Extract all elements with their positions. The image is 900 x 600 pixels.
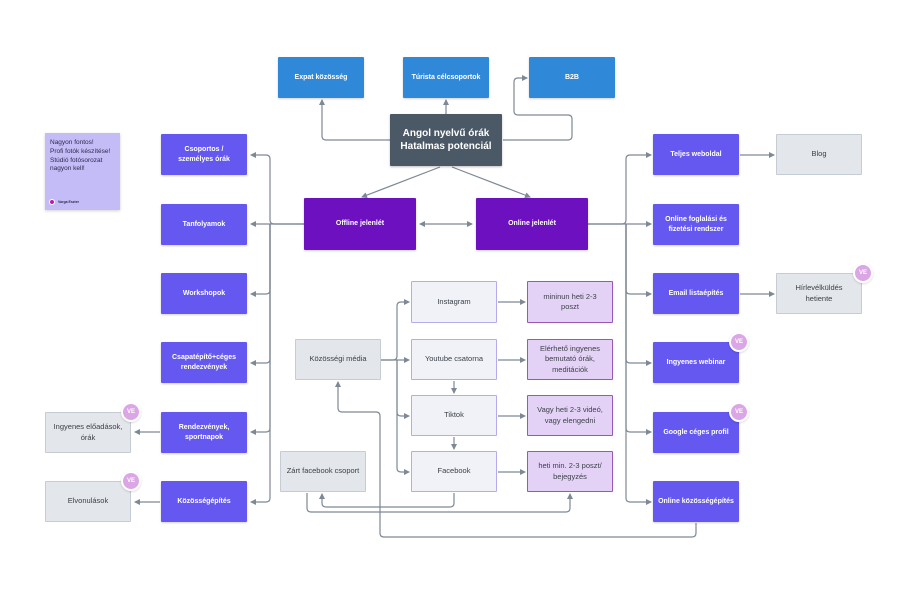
node-online-item[interactable]: Teljes weboldal [653,134,739,175]
connector-closed-group-goal [306,493,573,513]
connector-online-community-social [335,381,697,538]
connector-offline-item-4 [250,224,271,366]
node-online[interactable]: Online jelenlét [476,198,588,250]
connector-central-expat [319,99,390,141]
node-goal-tiktok[interactable]: Vagy heti 2-3 videó, vagy elengedni [527,395,613,436]
node-online-item[interactable]: Ingyenes webinar [653,342,739,383]
node-online-item[interactable]: Email listaépítés [653,273,739,314]
node-b2b[interactable]: B2B [529,57,615,98]
connector-online-item-1 [588,152,652,225]
node-blog[interactable]: Blog [776,134,862,175]
node-social-media[interactable]: Közösségi média [295,339,381,380]
connector-social-tiktok [396,360,410,419]
node-offline[interactable]: Offline jelenlét [304,198,416,250]
node-online-item[interactable]: Google céges profil [653,412,739,453]
node-offline-item[interactable]: Közösségépítés [161,481,247,522]
node-online-item[interactable]: Online közösségépítés [653,481,739,522]
node-platform-tiktok[interactable]: Tiktok [411,395,497,436]
ve-badge: VE [121,471,141,491]
node-offline-item[interactable]: Csapatépítő+céges rendezvények [161,342,247,383]
connector-central-online [451,166,531,199]
connector-social-instagram [381,299,410,361]
ve-badge: VE [853,263,873,283]
sticky-note-author-name: Varga Eszter [58,200,80,204]
node-retreats[interactable]: Elvonulások [45,481,131,522]
connector-online-item-3 [625,224,652,297]
node-free-lectures[interactable]: Ingyenes előadások, órák [45,412,131,453]
node-goal-instagram[interactable]: mininun heti 2-3 poszt [527,281,613,323]
node-closed-facebook-group[interactable]: Zárt facebook csoport [280,451,366,492]
node-offline-item[interactable]: Tanfolyamok [161,204,247,245]
node-platform-youtube[interactable]: Youtube csatorna [411,339,497,380]
node-offline-item[interactable]: Csoportos / személyes órák [161,134,247,175]
node-online-item[interactable]: Online foglalási és fizetési rendszer [653,204,739,245]
node-goal-facebook[interactable]: heti min. 2-3 poszt/ bejegyzés [527,451,613,492]
ve-badge: VE [729,332,749,352]
connector-online-item-6 [625,224,652,505]
node-offline-item[interactable]: Rendezvények, sportnapok [161,412,247,453]
connector-social-facebook [396,360,410,475]
connector-online-item-5 [625,224,652,435]
connector-offline-item-5 [250,224,271,435]
node-goal-youtube[interactable]: Elérhető ingyenes bemutató órák, meditác… [527,339,613,380]
ve-badge: VE [121,402,141,422]
sticky-note[interactable]: Nagyon fontos! Profi fotók készítése! St… [45,133,120,210]
node-tourist[interactable]: Túrista célcsoportok [403,57,489,98]
connector-central-offline [361,166,441,199]
sticky-note-author: Varga Eszter [49,199,79,205]
node-central[interactable]: Angol nyelvű órák Hatalmas potenciál [390,114,502,166]
node-expat[interactable]: Expat közösség [278,57,364,98]
connector-offline-item-3 [250,224,271,297]
connector-facebook-closed-group [319,493,455,508]
sticky-note-text: Nagyon fontos! Profi fotók készítése! St… [50,139,111,173]
node-platform-instagram[interactable]: Instagram [411,281,497,323]
node-platform-facebook[interactable]: Facebook [411,451,497,492]
node-offline-item[interactable]: Workshopok [161,273,247,314]
connector-offline-item-1 [250,152,304,225]
connector-online-item-4 [625,224,652,366]
ve-badge: VE [729,402,749,422]
connector-offline-item-6 [250,224,271,505]
node-newsletter[interactable]: Hírlevélküldés hetiente [776,273,862,314]
author-avatar-icon [49,199,55,205]
